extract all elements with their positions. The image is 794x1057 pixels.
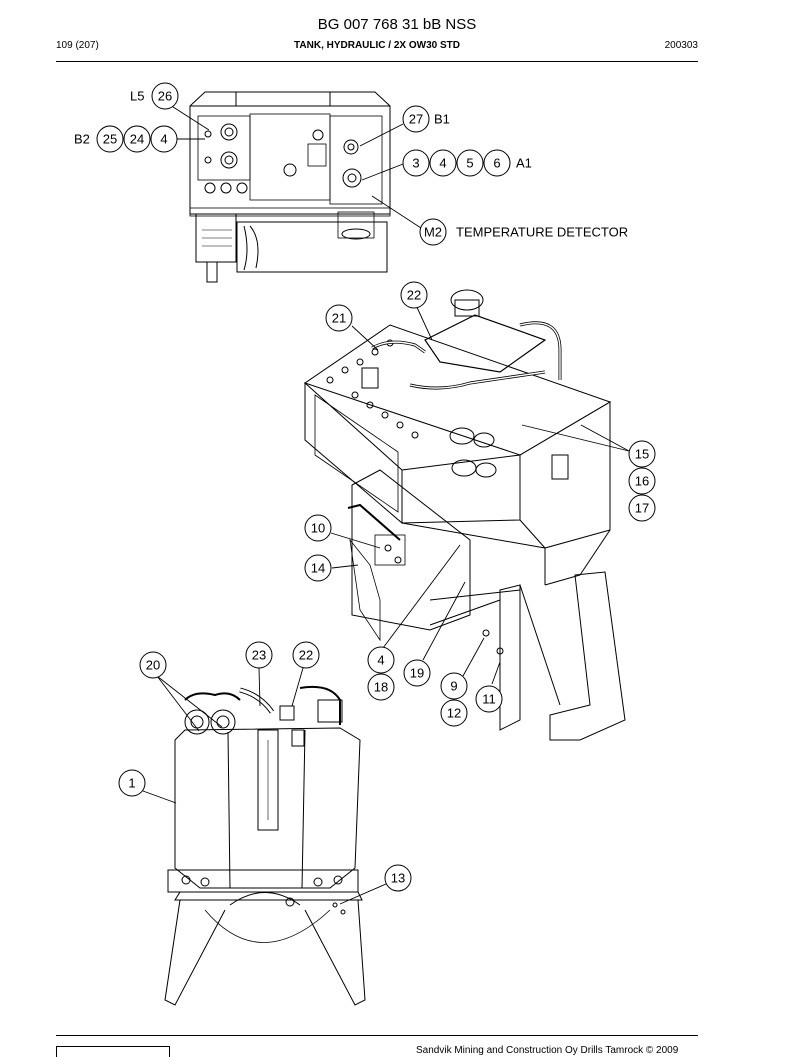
callout-17: 17 [635, 501, 649, 516]
part-title: TANK, HYDRAULIC / 2X OW30 STD [294, 40, 460, 51]
company-logo [56, 1046, 170, 1057]
label-b2: B2 [74, 132, 90, 147]
callout-24: 24 [130, 132, 144, 147]
callout-circles [96, 82, 656, 892]
footer-copyright: Sandvik Mining and Construction Oy Drill… [416, 1045, 679, 1056]
document-id: BG 007 768 31 bB NSS [317, 16, 477, 33]
label-l5: L5 [130, 89, 144, 104]
callout-12: 12 [447, 706, 461, 721]
callout-21: 21 [332, 311, 346, 326]
callout-9: 9 [450, 679, 457, 694]
callout-26: 26 [158, 89, 172, 104]
callout-m2: M2 [424, 225, 442, 240]
callout-13: 13 [391, 871, 405, 886]
callout-3: 3 [412, 156, 419, 171]
callout-25: 25 [103, 132, 117, 147]
label-b1: B1 [434, 112, 450, 127]
leader-lines [142, 104, 630, 905]
callout-4-frame: 4 [377, 653, 384, 668]
tank-front-view [164, 685, 366, 1006]
callout-14: 14 [311, 561, 325, 576]
label-a1: A1 [516, 156, 532, 171]
callout-6: 6 [493, 156, 500, 171]
callout-4-top: 4 [160, 132, 167, 147]
callout-23: 23 [252, 648, 266, 663]
callout-22-front: 22 [299, 648, 313, 663]
callout-10: 10 [311, 521, 325, 536]
callout-11: 11 [482, 692, 496, 707]
callout-1: 1 [128, 776, 135, 791]
callout-27: 27 [409, 112, 423, 127]
footer-rule [56, 1035, 698, 1036]
page-number: 109 (207) [56, 40, 99, 51]
tank-isometric-view [303, 289, 626, 741]
callout-4-a1: 4 [439, 156, 446, 171]
label-temperature-detector: TEMPERATURE DETECTOR [456, 225, 628, 240]
callout-18: 18 [374, 680, 388, 695]
tank-top-view [189, 91, 391, 283]
callout-16: 16 [635, 474, 649, 489]
header-row: 109 (207) TANK, HYDRAULIC / 2X OW30 STD … [56, 40, 698, 56]
date-code: 200303 [664, 40, 698, 51]
callout-20: 20 [146, 658, 160, 673]
callout-22-iso: 22 [407, 288, 421, 303]
callout-19: 19 [410, 666, 424, 681]
header-rule [56, 61, 698, 62]
callout-5: 5 [466, 156, 473, 171]
callout-15: 15 [635, 447, 649, 462]
